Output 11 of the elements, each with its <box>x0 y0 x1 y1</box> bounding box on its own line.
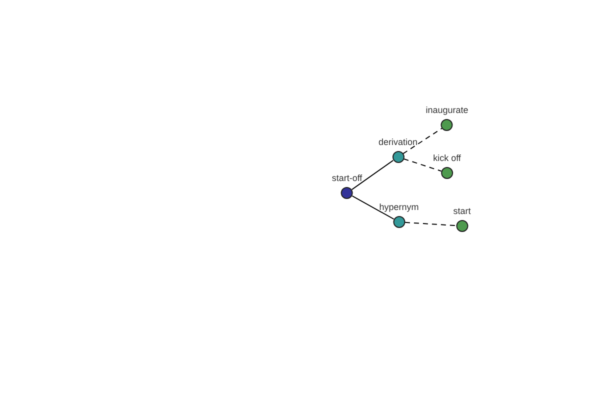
node-label: kick off <box>433 153 461 164</box>
line <box>351 160 394 190</box>
node-label: start <box>453 206 471 217</box>
dashed-line <box>403 158 442 172</box>
dashed-line <box>402 128 442 154</box>
node-label: inaugurate <box>426 105 468 116</box>
dashed-line <box>404 222 456 226</box>
node-label: derivation <box>378 137 418 148</box>
node-label: hypernym <box>379 202 419 213</box>
node-label: start-off <box>332 173 362 184</box>
line <box>352 195 394 220</box>
